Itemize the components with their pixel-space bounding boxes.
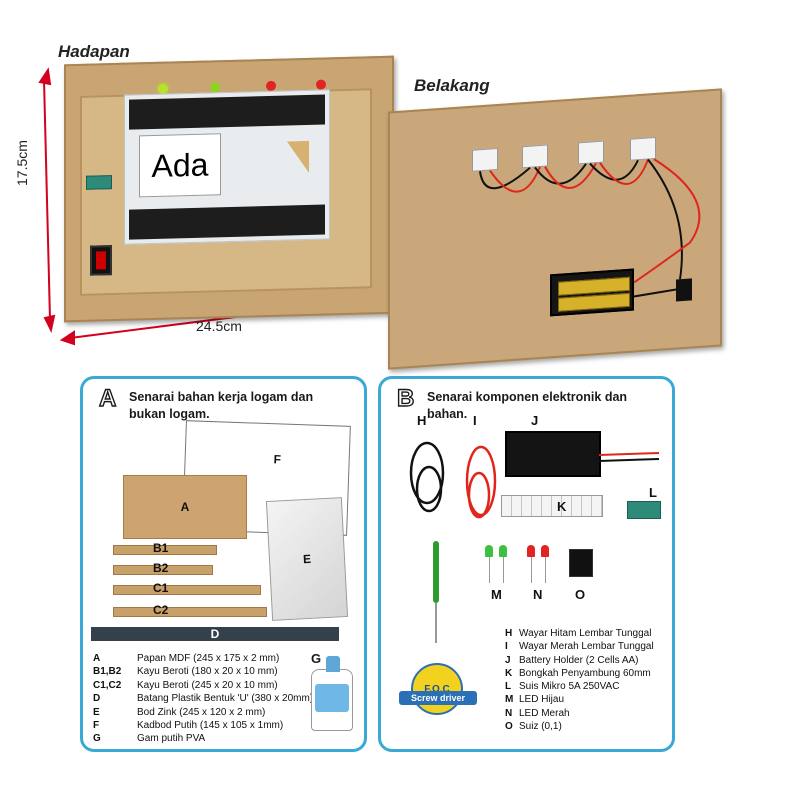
- led-green-m2: [499, 545, 507, 557]
- rocker-switch: [90, 245, 112, 276]
- stick-c2: [113, 607, 267, 617]
- led-leg: [531, 557, 532, 583]
- top-plastic-bar: [129, 94, 325, 130]
- label-l: L: [649, 485, 657, 500]
- label-e: E: [302, 551, 312, 567]
- height-dimension: 17.5cm: [14, 140, 30, 186]
- screwdriver-handle: [433, 541, 439, 603]
- label-c1: C1: [153, 581, 169, 595]
- red-wire-coil: [465, 445, 497, 517]
- led-leg: [503, 557, 504, 583]
- glue-cap: [326, 656, 340, 672]
- label-b1: B1: [153, 541, 169, 555]
- stick-b1: [113, 545, 217, 555]
- front-caption: Hadapan: [58, 42, 130, 61]
- panel-components: B Senarai komponen elektronik dan bahan.…: [378, 376, 675, 752]
- battery-holder-j: [505, 431, 601, 477]
- word-card: Ada: [139, 133, 221, 198]
- rocker-switch-o: [569, 549, 593, 577]
- foc-banner: Screw driver: [399, 691, 477, 705]
- glue-label: [315, 684, 349, 712]
- back-rocker-switch: [676, 278, 692, 302]
- label-k: K: [557, 499, 567, 514]
- back-wires: [479, 158, 701, 298]
- led-red-1: [266, 80, 276, 92]
- plastic-bar-d: D: [91, 627, 339, 641]
- battery-holder: [550, 268, 634, 317]
- label-a: A: [180, 500, 190, 514]
- mdf-board-a: A: [123, 475, 247, 539]
- led-red-2: [316, 79, 326, 90]
- label-j: J: [531, 413, 539, 428]
- wood-pointer: [265, 140, 309, 175]
- battery-cell-2: [558, 292, 630, 312]
- led-green-1: [158, 83, 168, 94]
- label-d: D: [210, 627, 220, 641]
- label-o: O: [575, 587, 586, 602]
- led-green-m1: [485, 545, 493, 557]
- bottom-plastic-bar: [129, 204, 325, 240]
- label-h: H: [417, 413, 427, 428]
- label-m: M: [491, 587, 502, 602]
- foc-badge: F.O.C: [411, 663, 463, 715]
- back-board-photo: [388, 88, 722, 370]
- label-c2: C2: [153, 603, 169, 617]
- front-frame-photo: Ada: [64, 55, 394, 323]
- stick-b2: [113, 565, 213, 575]
- label-f: F: [273, 452, 282, 467]
- led-green-2: [210, 82, 220, 93]
- label-i: I: [473, 413, 477, 428]
- holder-leads: [599, 452, 660, 462]
- led-leg: [489, 557, 490, 583]
- led-leg: [545, 557, 546, 583]
- stick-c1: [113, 585, 261, 595]
- label-b2: B2: [153, 561, 169, 575]
- pva-glue-bottle: [311, 656, 353, 731]
- back-caption: Belakang: [414, 76, 490, 95]
- panel-b-title: Senarai komponen elektronik dan bahan.: [427, 390, 628, 421]
- led-red-n2: [541, 545, 549, 557]
- panel-materials: A Senarai bahan kerja logam dan bukan lo…: [80, 376, 367, 752]
- screwdriver-shaft: [435, 603, 437, 643]
- black-wire-coil: [409, 441, 445, 505]
- zinc-sheet: Ada: [124, 89, 330, 245]
- width-dimension: 24.5cm: [196, 318, 242, 334]
- height-arrow: [38, 67, 56, 333]
- panel-a-letter: A: [98, 384, 117, 412]
- label-n: N: [533, 587, 543, 602]
- zinc-board-e: E: [265, 497, 349, 621]
- label-g: G: [311, 651, 322, 666]
- terminal-strip-k: [501, 495, 603, 517]
- panel-a-title: Senarai bahan kerja logam dan bukan loga…: [129, 390, 314, 421]
- micro-switch-l: [627, 501, 661, 519]
- panel-b-letter: B: [396, 384, 415, 412]
- led-red-n1: [527, 545, 535, 557]
- wire-coils: [409, 441, 497, 519]
- micro-switch: [86, 175, 112, 190]
